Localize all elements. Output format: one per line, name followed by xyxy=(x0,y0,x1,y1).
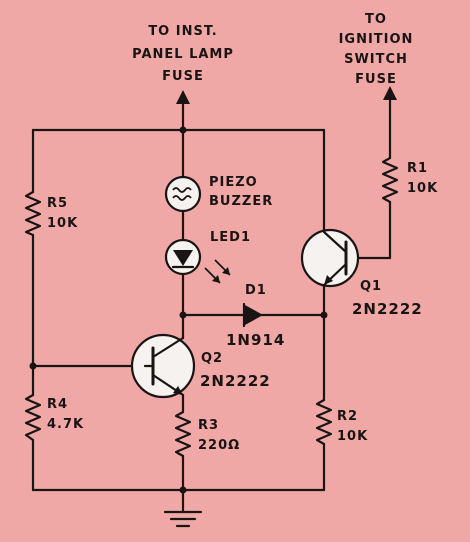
transistor-q2-icon xyxy=(130,333,196,399)
r5-resistor-icon xyxy=(24,190,42,237)
r3-value-label: 220Ω xyxy=(198,438,240,453)
instrument-panel-fuse-label: TO INST. PANEL LAMP FUSE xyxy=(132,24,234,84)
q2-ref-label: Q2 xyxy=(201,351,223,366)
r3-ref-label: R3 xyxy=(198,418,219,433)
inst-fuse-line-1: TO INST. xyxy=(148,24,217,39)
ign-fuse-line-4: FUSE xyxy=(355,72,397,87)
r3-resistor-icon xyxy=(174,410,192,458)
q1-ref-label: Q1 xyxy=(360,279,382,294)
d1-ref-label: D1 xyxy=(245,283,267,298)
junction-dots xyxy=(29,126,328,494)
ign-fuse-line-2: IGNITION xyxy=(339,32,414,47)
r2-ref-label: R2 xyxy=(337,409,358,424)
led-icon xyxy=(164,238,231,284)
r4-ref-label: R4 xyxy=(47,397,68,412)
led-ref-label: LED1 xyxy=(210,230,251,245)
r5-ref-label: R5 xyxy=(47,196,68,211)
arrow-up-ign-fuse xyxy=(383,86,397,100)
piezo-label-line-1: PIEZO xyxy=(209,175,258,190)
q1-value-label: 2N2222 xyxy=(352,300,423,318)
r1-resistor-icon xyxy=(381,156,399,204)
d1-value-label: 1N914 xyxy=(226,331,285,349)
wires xyxy=(31,96,392,512)
inst-fuse-line-2: PANEL LAMP xyxy=(132,47,234,62)
diode-d1-icon xyxy=(242,302,263,328)
r2-resistor-icon xyxy=(315,398,333,446)
r5-value-label: 10K xyxy=(47,216,78,231)
ignition-switch-fuse-label: TO IGNITION SWITCH FUSE xyxy=(339,12,414,87)
r4-value-label: 4.7K xyxy=(47,417,84,432)
ign-fuse-line-1: TO xyxy=(365,12,387,27)
transistor-q1-icon xyxy=(300,228,360,288)
ign-fuse-line-3: SWITCH xyxy=(344,52,408,67)
ground-icon xyxy=(163,510,203,528)
inst-fuse-line-3: FUSE xyxy=(162,69,204,84)
arrow-up-inst-fuse xyxy=(176,90,190,104)
r4-resistor-icon xyxy=(24,393,42,442)
r1-ref-label: R1 xyxy=(407,161,428,176)
q2-value-label: 2N2222 xyxy=(200,372,271,390)
r1-value-label: 10K xyxy=(407,181,438,196)
r2-value-label: 10K xyxy=(337,429,368,444)
piezo-label-line-2: BUZZER xyxy=(209,194,273,209)
piezo-buzzer-icon xyxy=(164,175,202,213)
